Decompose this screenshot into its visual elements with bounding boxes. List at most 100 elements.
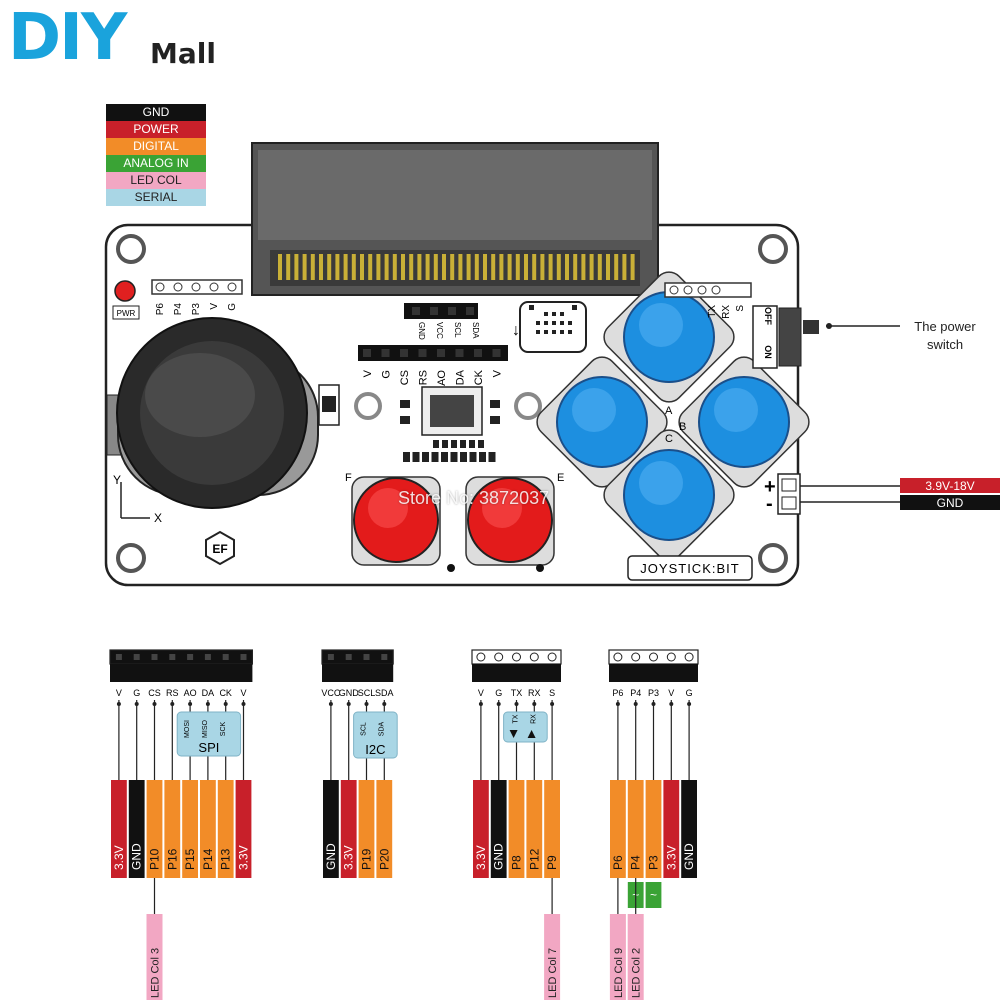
pinout-header-label: P3: [648, 688, 659, 698]
svg-text:B: B: [679, 421, 686, 433]
pin-label: P14: [201, 848, 215, 870]
board-name: JOYSTICK:BIT: [640, 561, 739, 576]
mount-hole: [354, 392, 382, 420]
led-col-tag: [146, 914, 163, 1000]
led-col-label: LED Col 9: [613, 948, 625, 998]
power-switch: [752, 305, 778, 369]
microbit-icon: [519, 301, 587, 353]
pinout-header-label: P6: [612, 688, 623, 698]
pwr-label: PWR: [117, 309, 136, 318]
svg-text:-: -: [766, 493, 773, 515]
mount-hole: [116, 234, 146, 264]
svg-text:A: A: [665, 405, 673, 417]
button-e: [465, 476, 555, 566]
svg-text:E: E: [557, 472, 564, 484]
pin-block: [526, 780, 543, 878]
pin-block: [376, 780, 393, 878]
pin-block: [340, 780, 357, 878]
serial-pin-label: TX: [707, 305, 718, 318]
brand-logo-mall: Mall: [150, 37, 216, 70]
axis-y-label: Y: [113, 473, 121, 487]
pin-block: [182, 780, 198, 878]
pin-block: [645, 780, 662, 878]
pinout-header-label: P4: [630, 688, 641, 698]
pinout-header-label: G: [133, 688, 140, 698]
pin-block: [146, 780, 163, 878]
header-pin-label: V: [209, 303, 220, 310]
i2c-pin-label: SCL: [453, 322, 462, 338]
pinout-header-label: SDA: [375, 688, 394, 698]
pin-block: [663, 780, 680, 878]
blue-button: [678, 356, 810, 488]
i2c-pin-label: GND: [417, 322, 426, 340]
led-col-label: LED Col 2: [631, 948, 643, 998]
led-col-label: LED Col 3: [150, 948, 162, 998]
pinout-header-label: RS: [166, 688, 179, 698]
pin-label: 3.3V: [342, 845, 356, 870]
pinout-header-label: CK: [219, 688, 232, 698]
pin-label: P13: [219, 848, 233, 870]
pin-block: [490, 780, 507, 878]
down-arrow-icon: ↓: [512, 322, 520, 339]
header-pin-label: P4: [173, 303, 184, 316]
pin-label: P15: [183, 848, 197, 870]
spi-pin-label: DA: [455, 369, 467, 385]
i2c-pin-label: VCC: [435, 322, 444, 339]
pin-label: GND: [130, 843, 144, 870]
blue-button: [603, 429, 735, 561]
legend-item: ANALOG IN: [106, 155, 206, 172]
legend-item: DIGITAL: [106, 138, 206, 155]
ef-logo: [205, 530, 235, 566]
spi-pin-label: V: [492, 369, 504, 377]
pin-block: [217, 780, 234, 878]
serial-pin-label: S: [735, 305, 746, 312]
bus-pin-label: SDA: [378, 721, 385, 736]
pin-label: P19: [360, 848, 374, 870]
i2c-pin-label: SDA: [471, 322, 480, 339]
pin-label: P3: [647, 855, 661, 870]
pin-label: P20: [377, 848, 391, 870]
pinout-header-label: GND: [339, 688, 360, 698]
spi-pin-label: V: [362, 369, 374, 377]
bus-group-box: [503, 711, 548, 743]
svg-text:ON: ON: [763, 345, 773, 359]
microbit-slot-pins: [270, 250, 640, 286]
led-col-tag: [609, 914, 626, 1000]
pin-label: P4: [629, 855, 643, 870]
svg-text:OFF: OFF: [763, 307, 773, 325]
svg-text:+: +: [764, 476, 776, 498]
pin-block: [200, 780, 216, 878]
mount-hole: [758, 543, 788, 573]
svg-text:EF: EF: [212, 542, 227, 556]
pin-block: [358, 780, 375, 878]
pin-label: P12: [527, 848, 541, 870]
button-f: [351, 476, 441, 566]
svg-text:C: C: [665, 433, 673, 445]
legend-item: SERIAL: [106, 189, 206, 206]
pin-block: [111, 780, 127, 878]
pinout-header-label: SCL: [358, 688, 376, 698]
pinout-header-label: RX: [528, 688, 541, 698]
brand-logo-diy: DIY: [8, 1, 127, 75]
pin-label: GND: [492, 843, 506, 870]
pin-block: [323, 780, 339, 878]
pinout-header-label: TX: [511, 688, 523, 698]
board-name-plate: [627, 555, 753, 581]
spi-pin-label: CK: [473, 369, 485, 385]
led-col-tag: [627, 914, 644, 1000]
pin-label: 3.3V: [664, 845, 678, 870]
bus-group-label: I2C: [365, 742, 385, 757]
pin-block: [508, 780, 525, 878]
legend-item: POWER: [106, 121, 206, 138]
power-switch-note: The power switch: [914, 319, 976, 352]
bus-pin-label: MOSI: [184, 720, 191, 738]
analog-tag: [645, 882, 662, 908]
bus-pin-label: MISO: [202, 720, 209, 738]
pinout-header-label: V: [668, 688, 674, 698]
axis-x-label: X: [154, 511, 162, 525]
blue-button: [603, 271, 735, 403]
